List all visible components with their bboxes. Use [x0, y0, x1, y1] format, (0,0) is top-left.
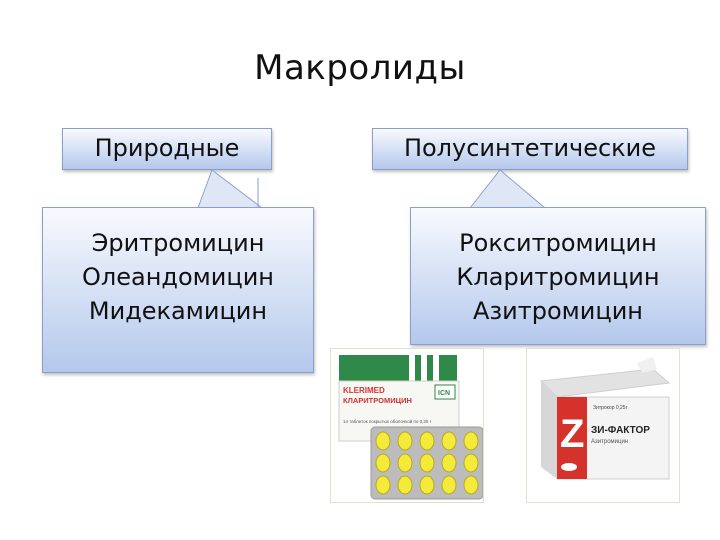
tablet	[397, 475, 413, 495]
icn-logo: ICN	[438, 390, 450, 397]
tablet	[441, 453, 457, 473]
tablet	[463, 431, 479, 451]
tablet	[419, 453, 435, 473]
tablet	[419, 475, 435, 495]
klerimed-note: 14 таблеток покрытых оболочкой по 0,25 г	[343, 418, 432, 424]
semisynthetic-drug-list: Рокситромицин Кларитромицин Азитромицин	[411, 208, 705, 328]
semisynthetic-heading: Полусинтетические	[403, 134, 657, 162]
natural-drugs-box: Эритромицин Олеандомицин Мидекамицин	[42, 207, 314, 373]
drug-roxithromycin: Рокситромицин	[459, 229, 657, 257]
zi-factor-package-photo: Z Зитрокор 0,25г ЗИ-ФАКТОР Азитромицин	[526, 348, 680, 503]
tablet	[375, 475, 391, 495]
drug-oleandomycin: Олеандомицин	[82, 263, 274, 291]
tablet	[463, 453, 479, 473]
klerimed-name: КЛАРИТРОМИЦИН	[343, 396, 412, 405]
manufacturer-logo	[561, 463, 577, 471]
drug-clarithromycin: Кларитромицин	[456, 263, 660, 291]
natural-drug-list: Эритромицин Олеандомицин Мидекамицин	[43, 208, 313, 328]
tablet	[397, 431, 413, 451]
drug-azithromycin: Азитромицин	[472, 297, 643, 325]
zi-factor-package-image: Z Зитрокор 0,25г ЗИ-ФАКТОР Азитромицин	[539, 357, 671, 480]
package-green-band	[339, 355, 457, 381]
page-title: Макролиды	[254, 48, 466, 88]
tablet	[375, 431, 391, 451]
tablet	[441, 431, 457, 451]
semisynthetic-heading-box: Полусинтетические	[372, 128, 688, 170]
tablet	[463, 475, 479, 495]
natural-heading: Природные	[94, 134, 240, 162]
tablet	[441, 475, 457, 495]
zi-factor-subtitle: Азитромицин	[591, 439, 628, 445]
tablet	[419, 431, 435, 451]
z-logo-icon: Z	[560, 412, 584, 456]
tablet	[397, 453, 413, 473]
klerimed-package-photo: KLERIMED КЛАРИТРОМИЦИН ICN 14 таблеток п…	[330, 348, 484, 503]
blister-pack	[370, 426, 483, 500]
natural-heading-box: Природные	[62, 128, 272, 170]
semisynthetic-drugs-box: Рокситромицин Кларитромицин Азитромицин	[410, 207, 706, 345]
klerimed-brand: KLERIMED	[343, 386, 385, 395]
klerimed-package-image: KLERIMED КЛАРИТРОМИЦИН ICN 14 таблеток п…	[338, 355, 483, 500]
drug-midecamycin: Мидекамицин	[88, 297, 268, 325]
tablet	[375, 453, 391, 473]
drug-erythromycin: Эритромицин	[91, 229, 265, 257]
zi-factor-dose: Зитрокор 0,25г	[593, 405, 628, 411]
zi-factor-name: ЗИ-ФАКТОР	[591, 425, 650, 436]
